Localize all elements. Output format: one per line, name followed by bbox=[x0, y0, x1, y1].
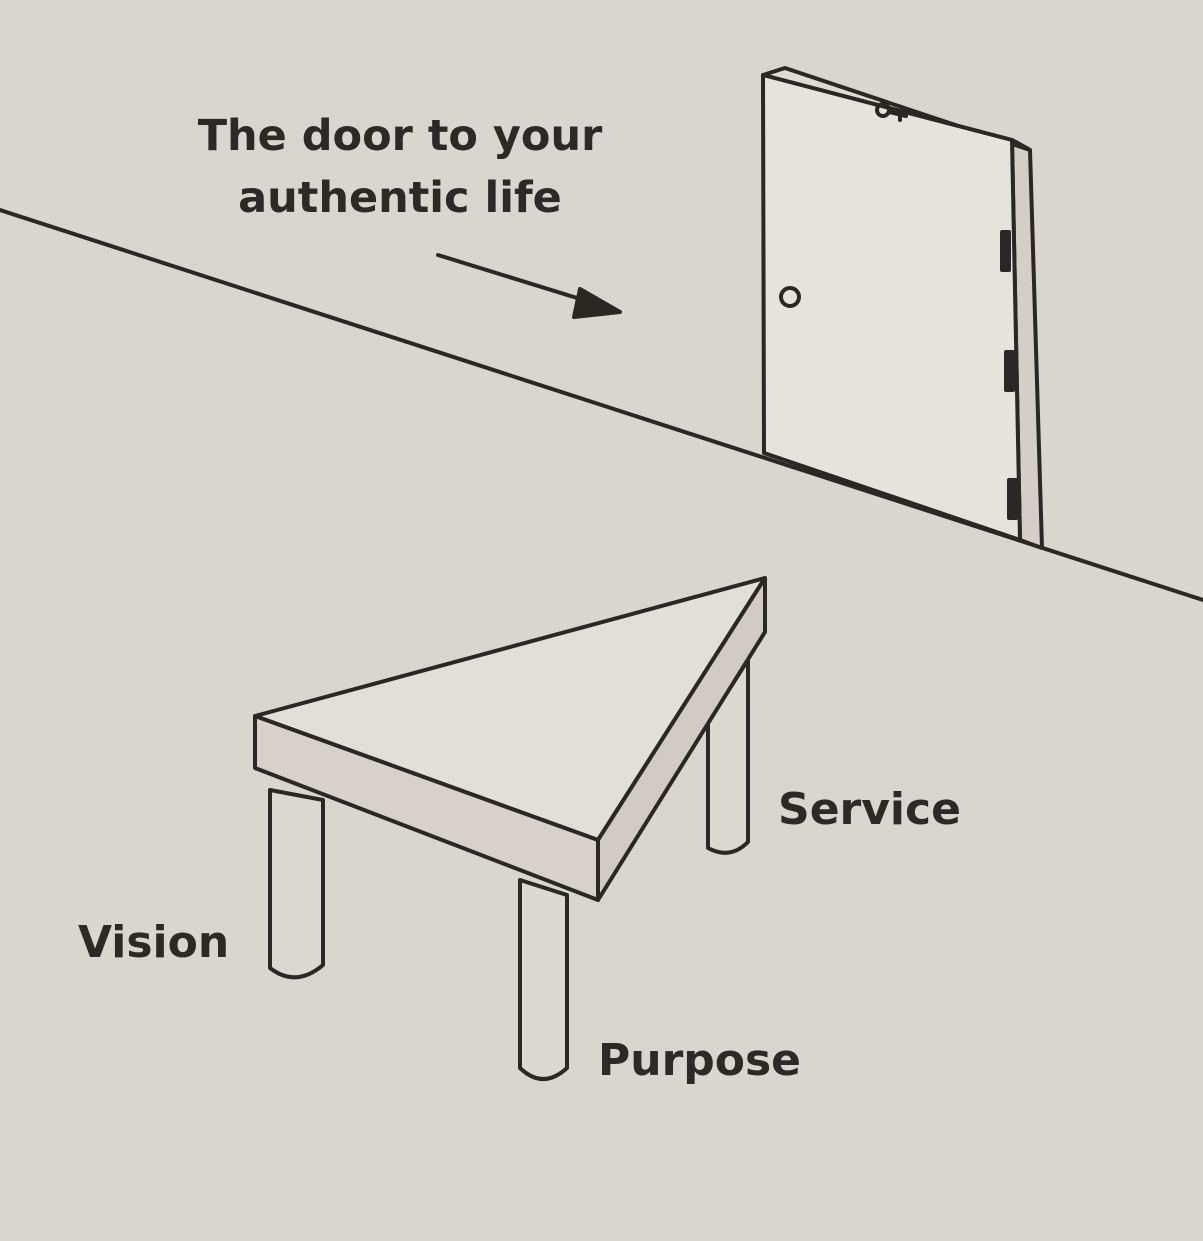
door-caption-line2: authentic life bbox=[238, 173, 562, 223]
table-leg-front bbox=[518, 878, 569, 1081]
table-icon bbox=[253, 576, 767, 1081]
hinge-top bbox=[1000, 230, 1011, 272]
arrow-icon bbox=[436, 253, 622, 319]
table-leg-left bbox=[268, 788, 325, 980]
label-vision: Vision bbox=[78, 917, 229, 968]
door-icon bbox=[761, 66, 1044, 550]
key-icon bbox=[875, 102, 908, 122]
label-purpose: Purpose bbox=[598, 1035, 801, 1086]
label-service: Service bbox=[778, 784, 961, 835]
table-edge-right bbox=[596, 576, 767, 902]
door-caption-line1: The door to your bbox=[198, 111, 603, 161]
doorknob-icon bbox=[779, 286, 801, 308]
hinge-middle bbox=[1004, 350, 1015, 392]
hinge-bottom bbox=[1007, 478, 1018, 520]
